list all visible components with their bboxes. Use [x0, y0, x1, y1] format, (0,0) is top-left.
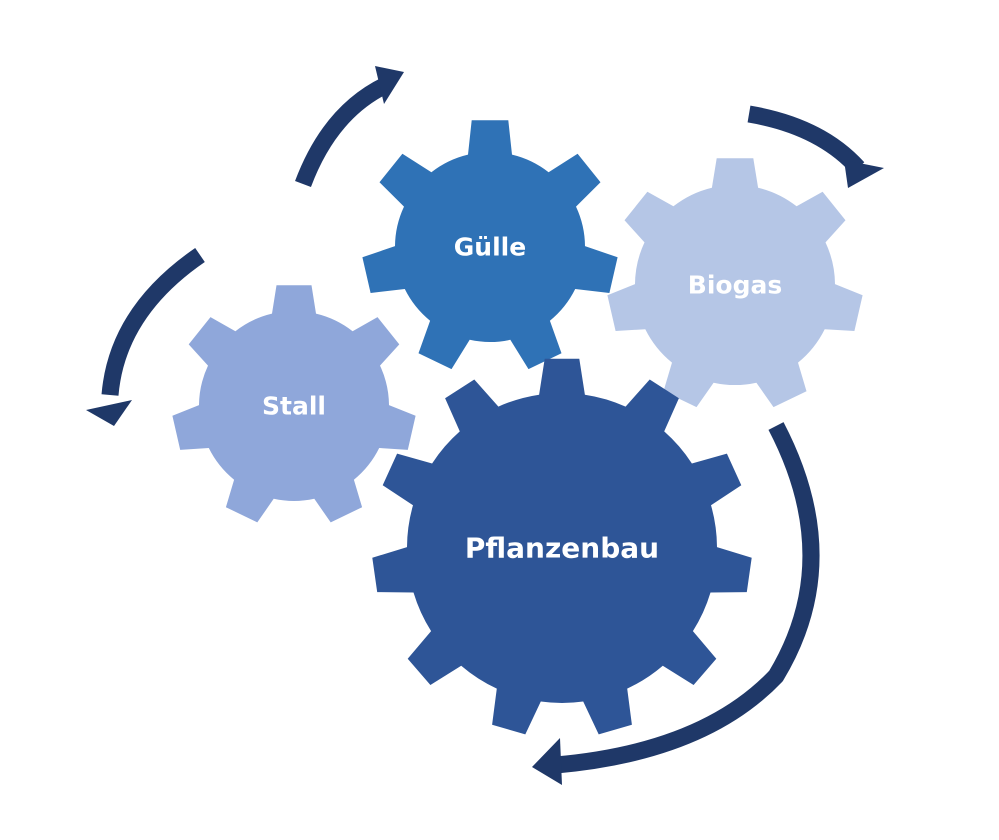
- arrow-guelle-to-biogas-head: [844, 160, 884, 188]
- gear-biogas: Biogas: [607, 158, 863, 408]
- gear-pflanzenbau: Pflanzenbau: [372, 358, 752, 735]
- arrow-biogas-to-pflanzenbau-shaft: [555, 422, 820, 774]
- cycle-arrows: [86, 66, 884, 785]
- arrow-biogas-to-pflanzenbau: [532, 422, 820, 785]
- arrow-guelle-to-biogas-shaft: [747, 105, 865, 174]
- arrow-stall-to-guelle: [295, 66, 404, 188]
- gear-guelle-label: Gülle: [454, 233, 526, 262]
- gear-pflanzenbau-shape: [372, 358, 752, 735]
- gear-pflanzenbau-label: Pflanzenbau: [465, 532, 659, 565]
- gear-stall-shape: [172, 285, 416, 523]
- arrow-pflanzenbau-to-stall-shaft: [101, 247, 205, 396]
- gear-guelle-shape: [362, 120, 618, 370]
- arrow-guelle-to-biogas: [747, 105, 884, 188]
- arrow-biogas-to-pflanzenbau-head: [532, 738, 562, 785]
- gear-stall-label: Stall: [262, 392, 326, 421]
- arrow-pflanzenbau-to-stall: [86, 247, 205, 426]
- gear-biogas-label: Biogas: [688, 271, 782, 300]
- arrow-pflanzenbau-to-stall-head: [86, 400, 132, 426]
- arrow-stall-to-guelle-head: [375, 66, 404, 104]
- arrow-stall-to-guelle-shaft: [295, 77, 390, 188]
- gear-stall: Stall: [172, 285, 416, 523]
- gear-guelle: Gülle: [362, 120, 618, 370]
- gear-biogas-shape: [607, 158, 863, 408]
